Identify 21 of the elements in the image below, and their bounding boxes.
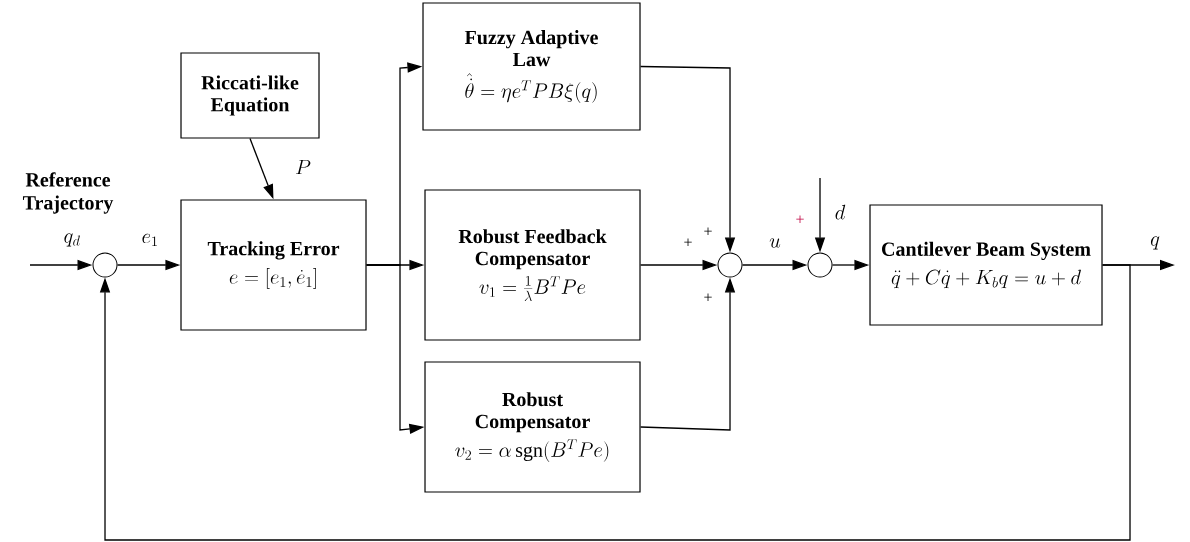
sign-label: + — [704, 293, 712, 301]
sign-label: + — [796, 215, 804, 223]
edge-label: $q$ — [1150, 236, 1160, 250]
edge-label: $d$ — [835, 204, 846, 220]
edge-label: $P$ — [296, 159, 311, 175]
summing-junction — [717, 252, 743, 278]
sign-label: + — [684, 238, 692, 246]
process-box: Tracking Error $e = [e_{1}, \dot{e}_{1}]$ — [180, 199, 367, 331]
plant-box: Cantilever Beam System $\ddot{q} + C\dot{q} + K_{b} q = u + d$ — [869, 204, 1103, 326]
summing-junction — [92, 252, 118, 278]
edge-label: $q_{d}$ — [64, 233, 80, 247]
process-box: Robust Compensator $v_{2} = \alpha\,\mathrm{sgn}(B^{T} P e)$ — [424, 361, 641, 493]
process-box: Riccati-like Equation — [180, 52, 320, 139]
process-box: Fuzzy Adaptive Law $\hat{\dot{\theta}} = \eta e^{T} P B \xi(q)$ — [422, 2, 641, 131]
edge-label: $u$ — [769, 238, 781, 248]
arrow — [99, 264, 1131, 541]
summing-junction — [807, 252, 833, 278]
sign-label: + — [704, 227, 712, 235]
input-label: Reference Trajectory — [23, 172, 114, 214]
process-box: Robust Feedback Compensator $v_{1} = \frac{1}{\lambda} B^{T} P e$ — [424, 189, 641, 341]
edge-label: $e_{1}$ — [142, 233, 157, 246]
